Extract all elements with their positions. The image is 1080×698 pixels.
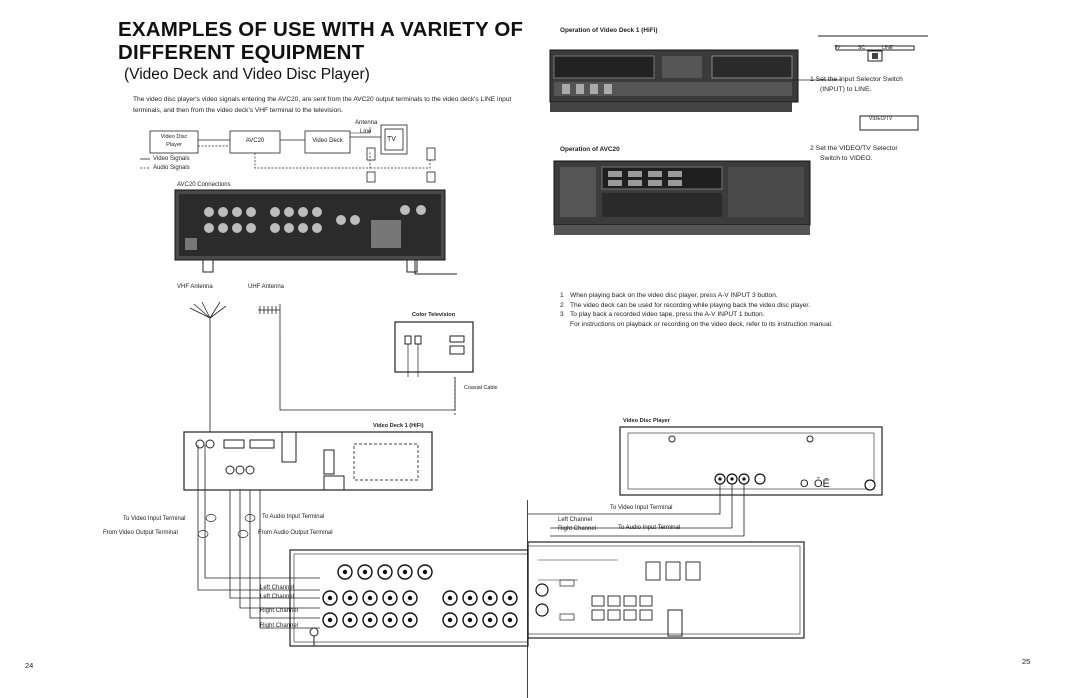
color-television-rear (394, 321, 474, 377)
operation-avc20-heading: Operation of AVC20 (560, 146, 620, 153)
flow-video-deck: Video Deck (312, 138, 343, 144)
operation-video-deck-heading: Operation of Video Deck 1 (HiFi) (560, 27, 658, 34)
flow-antenna: Antenna (355, 120, 378, 126)
flow-line: Line (360, 129, 372, 135)
side-step-1-line2: (INPUT) to LINE. (820, 85, 872, 93)
color-television-label: Color Television (412, 312, 456, 318)
switch-label-videotv: VIDEO/TV (869, 116, 893, 122)
signal-flow-diagram (140, 124, 436, 183)
terminal-plug-icons (197, 514, 256, 538)
right-to-audio-input-label: To Audio Input Terminal (618, 525, 681, 531)
side-step-2: 2 Set the VIDEO/TV Selector Switch to VI… (810, 144, 898, 163)
left-channel-label-a: Left Channel (260, 585, 295, 591)
video-deck-rear-label: Video Deck 1 (HiFi) (373, 423, 424, 429)
page-number-right: 25 (1022, 657, 1031, 666)
right-to-video-input-label: To Video Input Terminal (610, 505, 673, 511)
avc20-rear-closeup-right (527, 541, 805, 639)
switch-label-line: LINE (882, 45, 894, 51)
to-audio-input-label: To Audio Input Terminal (262, 514, 325, 520)
right-channel-label-a: Right Channel (260, 608, 299, 614)
from-video-output-label: From Video Output Terminal (103, 530, 178, 536)
from-audio-output-label: From Audio Output Terminal (258, 530, 333, 536)
avc20-rear-panel (174, 189, 457, 275)
page-number-left: 24 (25, 661, 34, 670)
page-title-line1: EXAMPLES OF USE WITH A VARIETY OF (118, 18, 524, 41)
antenna-icons (189, 301, 281, 340)
step-note: For instructions on playback or recordin… (570, 320, 833, 328)
right-channel-label-b: Right Channel (260, 623, 299, 629)
avc20-rear-closeup-left (289, 549, 529, 647)
legend-video-signals: Video Signals (153, 156, 190, 162)
video-deck-rear-panel (183, 431, 433, 491)
wiring-lines (197, 340, 456, 629)
right-right-channel-label: Right Channel (558, 526, 597, 532)
avc20-front-panel (553, 160, 811, 235)
right-page: Operation of Video Deck 1 (HiFi) TV SC L… (527, 0, 1080, 698)
video-disc-player-rear: O ŌĒ (619, 426, 883, 496)
coaxial-cable-label: Coaxial Cable (464, 385, 498, 391)
left-channel-label-b: Left Channel (260, 594, 295, 600)
flow-video-disc-player: Video Disc Player (160, 134, 188, 148)
avc20-connections-label: AVC20 Connections (177, 182, 231, 188)
svg-text:ŌĒ: ŌĒ (814, 478, 830, 490)
switch-label-sc: SC (858, 45, 865, 51)
right-left-channel-label: Left Channel (558, 517, 593, 523)
vhf-antenna-label: VHF Antenna (177, 284, 213, 290)
input-selector-switch-callout (818, 35, 928, 131)
svg-text:O: O (800, 478, 809, 490)
side-step-2-line1: 2 Set the VIDEO/TV Selector (810, 145, 898, 152)
legend-audio-signals: Audio Signals (153, 165, 190, 171)
disc-player-wiring (528, 484, 745, 537)
video-disc-player-label: Video Disc Player (623, 418, 670, 424)
page-subtitle: (Video Deck and Video Disc Player) (124, 66, 370, 83)
side-step-1-line1: 1 Set the Input Selector Switch (810, 76, 903, 83)
page-title-line2: DIFFERENT EQUIPMENT (118, 41, 365, 64)
flow-tv: TV (387, 136, 396, 143)
to-video-input-label: To Video Input Terminal (123, 516, 186, 522)
side-step-1: 1 Set the Input Selector Switch (INPUT) … (810, 75, 903, 94)
intro-paragraph: The video disc player's video signals en… (133, 96, 512, 114)
video-deck-front-panel (549, 49, 842, 112)
uhf-antenna-label: UHF Antenna (248, 284, 285, 290)
switch-label-tv: TV (834, 45, 841, 51)
side-step-2-line2: Switch to VIDEO. (820, 154, 873, 162)
page-title: EXAMPLES OF USE WITH A VARIETY OF DIFFER… (118, 18, 523, 64)
flow-avc20: AVC20 (245, 138, 265, 144)
left-page: EXAMPLES OF USE WITH A VARIETY OF DIFFER… (0, 0, 529, 698)
